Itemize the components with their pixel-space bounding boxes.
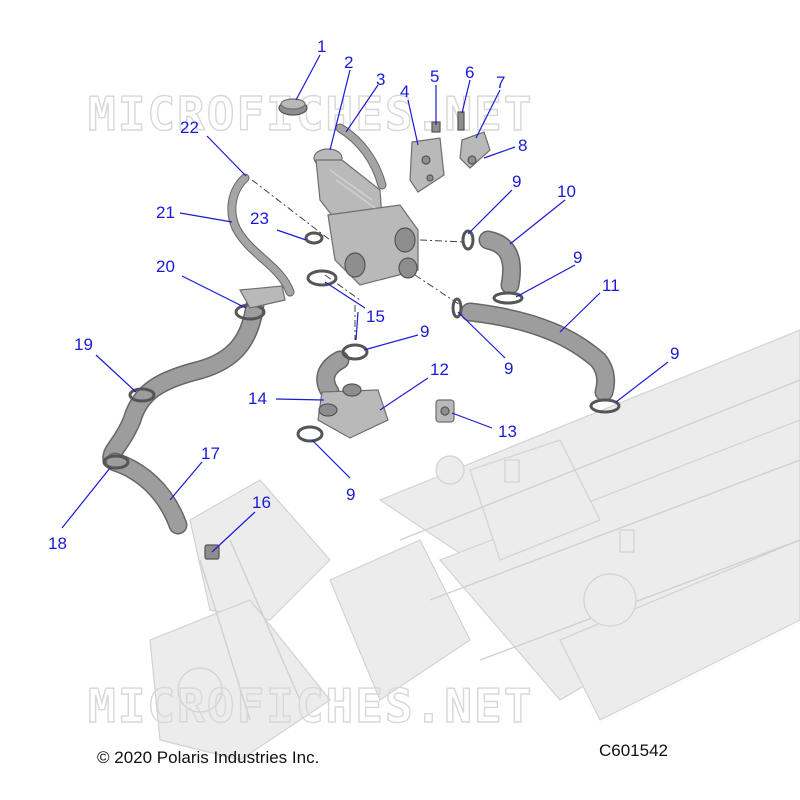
callout-23: 23 — [250, 209, 269, 228]
chassis-frame — [149, 329, 800, 761]
callout-15: 15 — [366, 307, 385, 326]
callout-13: 13 — [498, 422, 517, 441]
mounting-bracket — [409, 137, 445, 193]
callout-5: 5 — [430, 67, 439, 86]
callout-19: 19 — [74, 335, 93, 354]
assembly-centerlines — [251, 179, 466, 340]
overflow-hose — [335, 123, 387, 190]
callout-12: 12 — [430, 360, 449, 379]
leader-lines — [61, 54, 669, 553]
callout-9-f: 9 — [346, 485, 355, 504]
callout-21: 21 — [156, 203, 175, 222]
callout-11: 11 — [602, 276, 620, 295]
copyright-notice: © 2020 Polaris Industries Inc. — [97, 748, 320, 767]
hose-clamps — [306, 269, 338, 287]
lower-housing — [296, 343, 389, 443]
callout-7: 7 — [496, 73, 505, 92]
callout-8: 8 — [518, 136, 527, 155]
fasteners — [431, 111, 491, 169]
bleed-hose — [227, 173, 324, 297]
callout-22: 22 — [180, 118, 199, 137]
callout-labels: 1 2 3 4 5 6 7 8 9 10 9 11 9 9 9 12 13 14… — [48, 37, 679, 553]
callout-9-a: 9 — [512, 172, 521, 191]
callout-2: 2 — [344, 53, 353, 72]
diagram-id: C601542 — [599, 741, 669, 760]
callout-1: 1 — [317, 37, 326, 56]
callout-6: 6 — [465, 63, 474, 82]
temperature-sensor — [435, 399, 455, 423]
main-coolant-hose — [102, 285, 286, 535]
callout-10: 10 — [557, 182, 576, 201]
callout-9-e: 9 — [420, 322, 429, 341]
long-hose — [451, 291, 621, 414]
callout-3: 3 — [376, 70, 385, 89]
elbow-hose — [461, 229, 521, 295]
callout-14: 14 — [248, 389, 267, 408]
callout-20: 20 — [156, 257, 175, 276]
radiator-cap — [278, 98, 308, 116]
callout-9-c: 9 — [670, 344, 679, 363]
callout-17: 17 — [201, 444, 220, 463]
callout-4: 4 — [400, 82, 409, 101]
coolant-housing — [313, 148, 419, 286]
callout-18: 18 — [48, 534, 67, 553]
callout-9-b: 9 — [573, 248, 582, 267]
callout-16: 16 — [252, 493, 271, 512]
watermark-bottom: MICROFICHES.NET — [88, 679, 533, 733]
callout-9-d: 9 — [504, 359, 513, 378]
